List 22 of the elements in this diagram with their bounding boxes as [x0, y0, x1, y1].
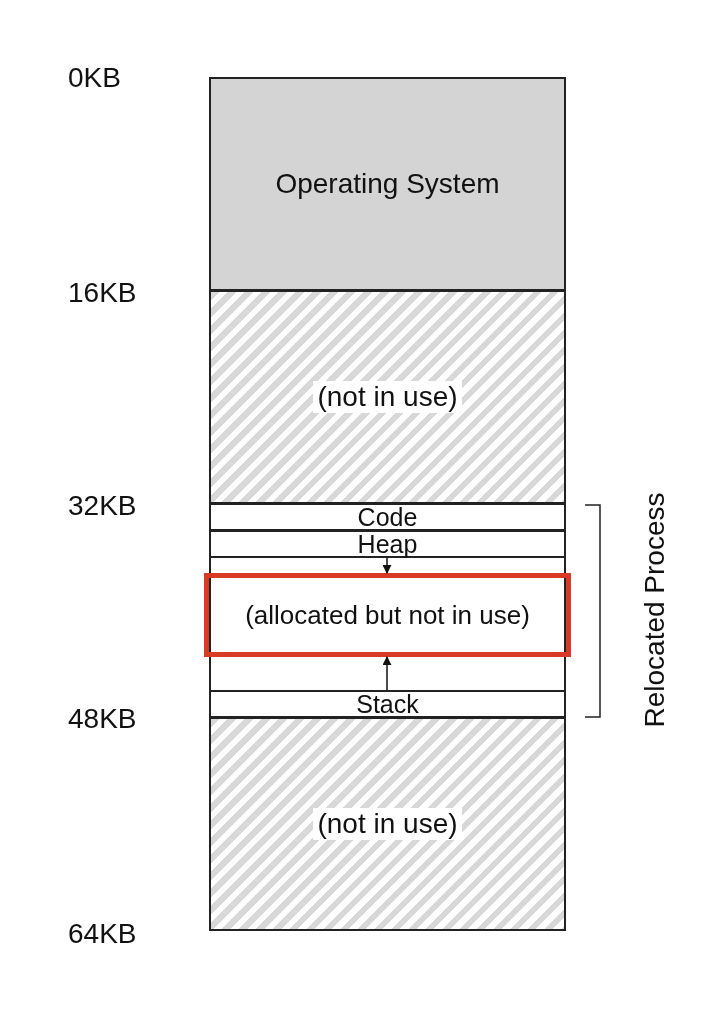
region-label: (not in use)	[313, 381, 462, 413]
bracket-label: Relocated Process	[639, 492, 671, 728]
arrow	[382, 557, 392, 574]
address-label: 0KB	[68, 62, 121, 94]
region-label: (allocated but not in use)	[245, 602, 530, 628]
segment-label: Code	[357, 504, 418, 530]
address-label: 48KB	[68, 703, 137, 735]
memory-region	[209, 717, 566, 931]
address-label: 32KB	[68, 490, 137, 522]
memory-region	[209, 290, 566, 504]
highlight-box	[204, 573, 571, 657]
address-label: 16KB	[68, 277, 137, 309]
memory-segment	[209, 503, 566, 531]
memory-region	[209, 77, 566, 291]
segment-label: Heap	[357, 531, 418, 557]
region-label: (not in use)	[313, 808, 462, 840]
address-label: 64KB	[68, 918, 137, 950]
memory-segment	[209, 690, 566, 718]
region-label: Operating System	[275, 170, 500, 198]
memory-segment	[209, 530, 566, 558]
segment-label: Stack	[356, 691, 419, 717]
arrow	[382, 656, 392, 691]
